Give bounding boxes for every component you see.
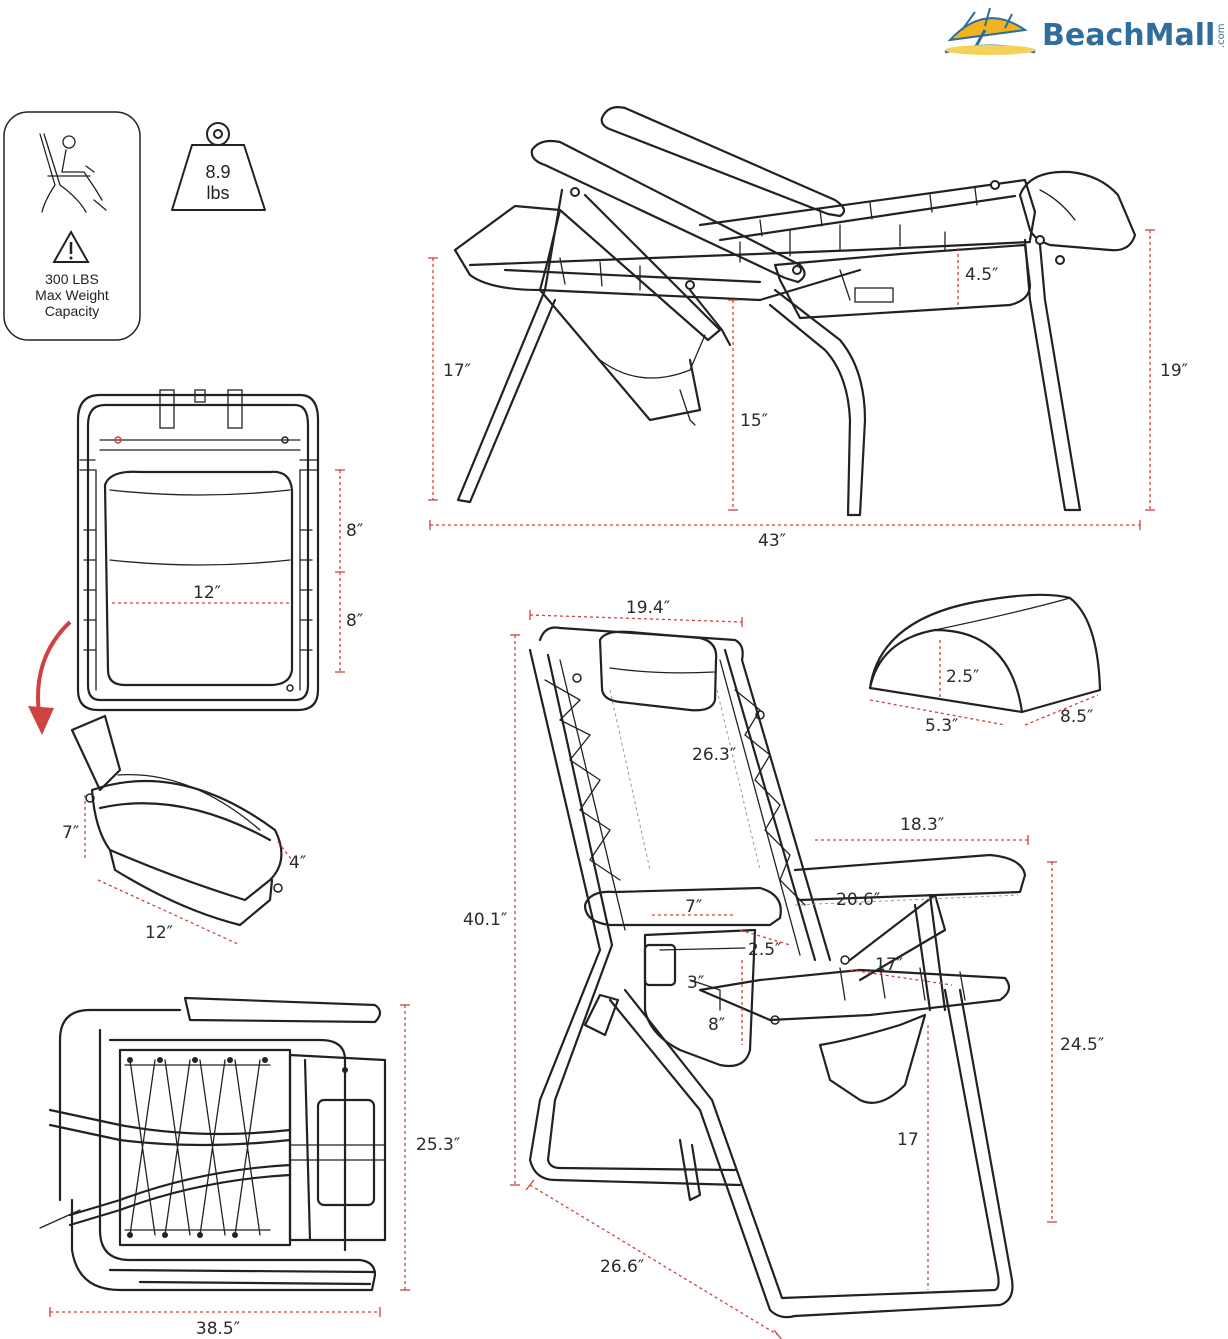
- dim-pouch-height: 8″: [708, 1015, 725, 1035]
- dim-reclined-seat-height: 15″: [740, 411, 768, 431]
- dim-seat-height: 17: [897, 1130, 919, 1150]
- pillow-dimension-lines: [869, 640, 1099, 726]
- reclined-dimension-lines: [428, 229, 1155, 530]
- dim-upright-arm-length: 18.3″: [900, 815, 944, 835]
- logo-umbrella-icon: [944, 7, 1036, 55]
- capacity-unit: Capacity: [45, 303, 99, 319]
- dim-upright-width: 19.4″: [626, 598, 670, 618]
- weight-icon: 8.9 lbs: [171, 122, 266, 211]
- person-seated-icon: [39, 133, 107, 213]
- dim-cooler-height: 7″: [62, 823, 79, 843]
- folded-chair-drawing: [39, 996, 387, 1292]
- cooler-dimension-lines: [84, 795, 293, 946]
- upright-dimension-lines: [510, 610, 1057, 1339]
- dim-pillow-width: 5.3″: [925, 716, 958, 736]
- dim-folded-length: 38.5″: [196, 1319, 240, 1339]
- dim-reclined-pillow: 4.5″: [965, 265, 998, 285]
- capacity-label: Max Weight: [35, 287, 109, 303]
- brand-suffix: .com: [1216, 23, 1227, 48]
- pillow-drawing: [868, 593, 1102, 714]
- dim-pouch-small: 3″: [687, 973, 704, 993]
- back-panel-dimension-lines: [112, 469, 345, 673]
- brand-name: BeachMall: [1042, 18, 1215, 53]
- folded-dimension-lines: [49, 1004, 410, 1317]
- dim-upright-arm-width: 20.6″: [836, 890, 880, 910]
- weight-value: 8.9: [205, 162, 230, 182]
- dim-back-panel-lower: 8″: [346, 611, 363, 631]
- dim-reclined-height-front: 19″: [1160, 361, 1188, 381]
- cooler-bag-drawing: [70, 714, 283, 927]
- dim-pouch-width: 7″: [685, 897, 702, 917]
- dim-arm-height: 24.5″: [1060, 1035, 1104, 1055]
- dim-reclined-length: 43″: [758, 531, 786, 551]
- detach-arrow-icon: [28, 620, 72, 735]
- dim-back-panel-width: 12″: [193, 583, 221, 603]
- reclined-chair-drawing: [453, 106, 1137, 517]
- dim-pouch-depth: 2.5″: [748, 940, 781, 960]
- dim-pillow-length: 8.5″: [1060, 707, 1093, 727]
- dim-pillow-height: 2.5″: [946, 667, 979, 687]
- dim-folded-height: 25.3″: [416, 1135, 460, 1155]
- capacity-weight: 300 LBS: [45, 271, 99, 287]
- brand-logo: BeachMall .com: [944, 7, 1227, 55]
- dim-upright-total-height: 40.1″: [463, 910, 507, 930]
- dim-upright-back-height: 26.3″: [692, 745, 736, 765]
- back-panel-drawing: [76, 389, 320, 712]
- capacity-card: 300 LBS Max Weight Capacity: [3, 111, 141, 341]
- upright-chair-drawing: [528, 626, 1027, 1319]
- dim-seat-depth: 17″: [875, 955, 903, 975]
- dim-cooler-depth: 4″: [289, 853, 306, 873]
- warning-icon: [52, 229, 90, 263]
- dim-reclined-height-back: 17″: [443, 361, 471, 381]
- dim-back-panel-upper: 8″: [346, 521, 363, 541]
- weight-unit: lbs: [206, 183, 229, 203]
- dim-cooler-length: 12″: [145, 923, 173, 943]
- dim-upright-depth: 26.6″: [600, 1257, 644, 1277]
